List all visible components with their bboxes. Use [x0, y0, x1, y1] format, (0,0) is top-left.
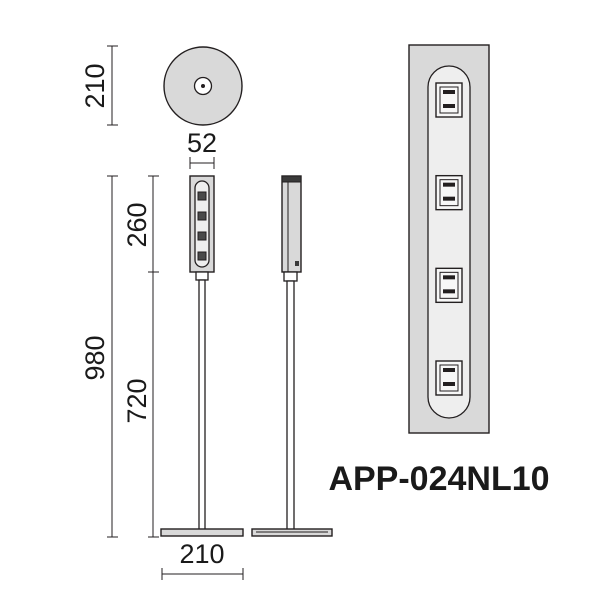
- dimension-label-total-height: 980: [80, 335, 110, 380]
- front-view-stand: [160, 175, 244, 537]
- outlet-panel-detail: [408, 44, 490, 434]
- front-outlet-strip: [194, 180, 210, 268]
- dimension-pole-height: 720: [122, 272, 159, 538]
- dimension-label-base-top: 210: [80, 63, 110, 108]
- dimension-label-base-front: 210: [179, 539, 224, 569]
- model-name: APP-024NL10: [328, 460, 549, 498]
- front-base-plate: [160, 528, 244, 537]
- side-view-stand: [251, 175, 333, 537]
- front-neck: [195, 271, 209, 281]
- front-socket-4: [197, 251, 207, 261]
- front-socket-3: [197, 231, 207, 241]
- dimension-label-head-height: 260: [122, 202, 152, 247]
- side-outlet-head: [281, 175, 302, 273]
- panel-strip: [427, 65, 471, 419]
- dimension-label-head-width: 52: [187, 128, 217, 158]
- side-neck: [283, 271, 298, 282]
- outlet-socket-1: [435, 82, 463, 118]
- pole-center-mark: [201, 84, 205, 88]
- dimension-label-pole-height: 720: [122, 378, 152, 423]
- side-pole: [286, 280, 295, 531]
- front-socket-2: [197, 211, 207, 221]
- side-indicator: [295, 261, 299, 266]
- outlet-socket-4: [435, 360, 463, 396]
- dimension-total-height: 980: [80, 175, 118, 538]
- outlet-socket-3: [435, 267, 463, 304]
- dimension-head-height: 260: [122, 175, 159, 273]
- front-socket-1: [197, 191, 207, 201]
- front-pole: [198, 279, 206, 531]
- side-head-cap: [281, 175, 302, 183]
- dimension-head-width: 52: [187, 128, 217, 169]
- top-view-base: [163, 46, 243, 126]
- outlet-socket-2: [435, 174, 463, 211]
- dimension-base-front: 210: [161, 539, 244, 580]
- dimension-base-top: 210: [80, 45, 118, 126]
- outlet-group: [435, 82, 463, 396]
